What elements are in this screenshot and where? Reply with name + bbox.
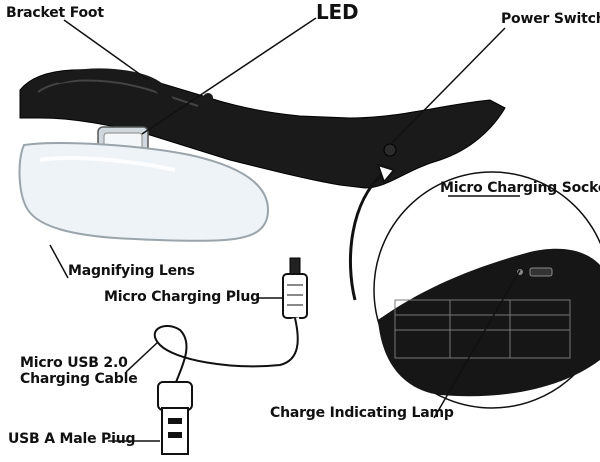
usb-cable-icon	[150, 257, 308, 455]
label-magnifying-lens: Magnifying Lens	[68, 263, 195, 279]
label-power-switch: Power Switch	[501, 11, 600, 27]
label-micro-charging-plug: Micro Charging Plug	[104, 289, 260, 305]
label-cable-line2: Charging Cable	[20, 371, 138, 387]
leader-lines	[49, 17, 521, 442]
charging-socket-zoom-icon	[373, 171, 600, 409]
label-charge-indicating-lamp: Charge Indicating Lamp	[270, 405, 454, 421]
label-bracket-foot: Bracket Foot	[6, 5, 104, 21]
label-cable-line1: Micro USB 2.0	[20, 355, 128, 371]
label-led: LED	[316, 0, 359, 24]
label-micro-charging-socket: Micro Charging Socket	[440, 180, 600, 196]
magnifying-lens-shape	[18, 142, 270, 242]
magnifier-glasses-icon	[18, 68, 506, 242]
label-usb-a-male-plug: USB A Male Piug	[8, 431, 136, 447]
curved-arrow-icon	[348, 170, 386, 301]
